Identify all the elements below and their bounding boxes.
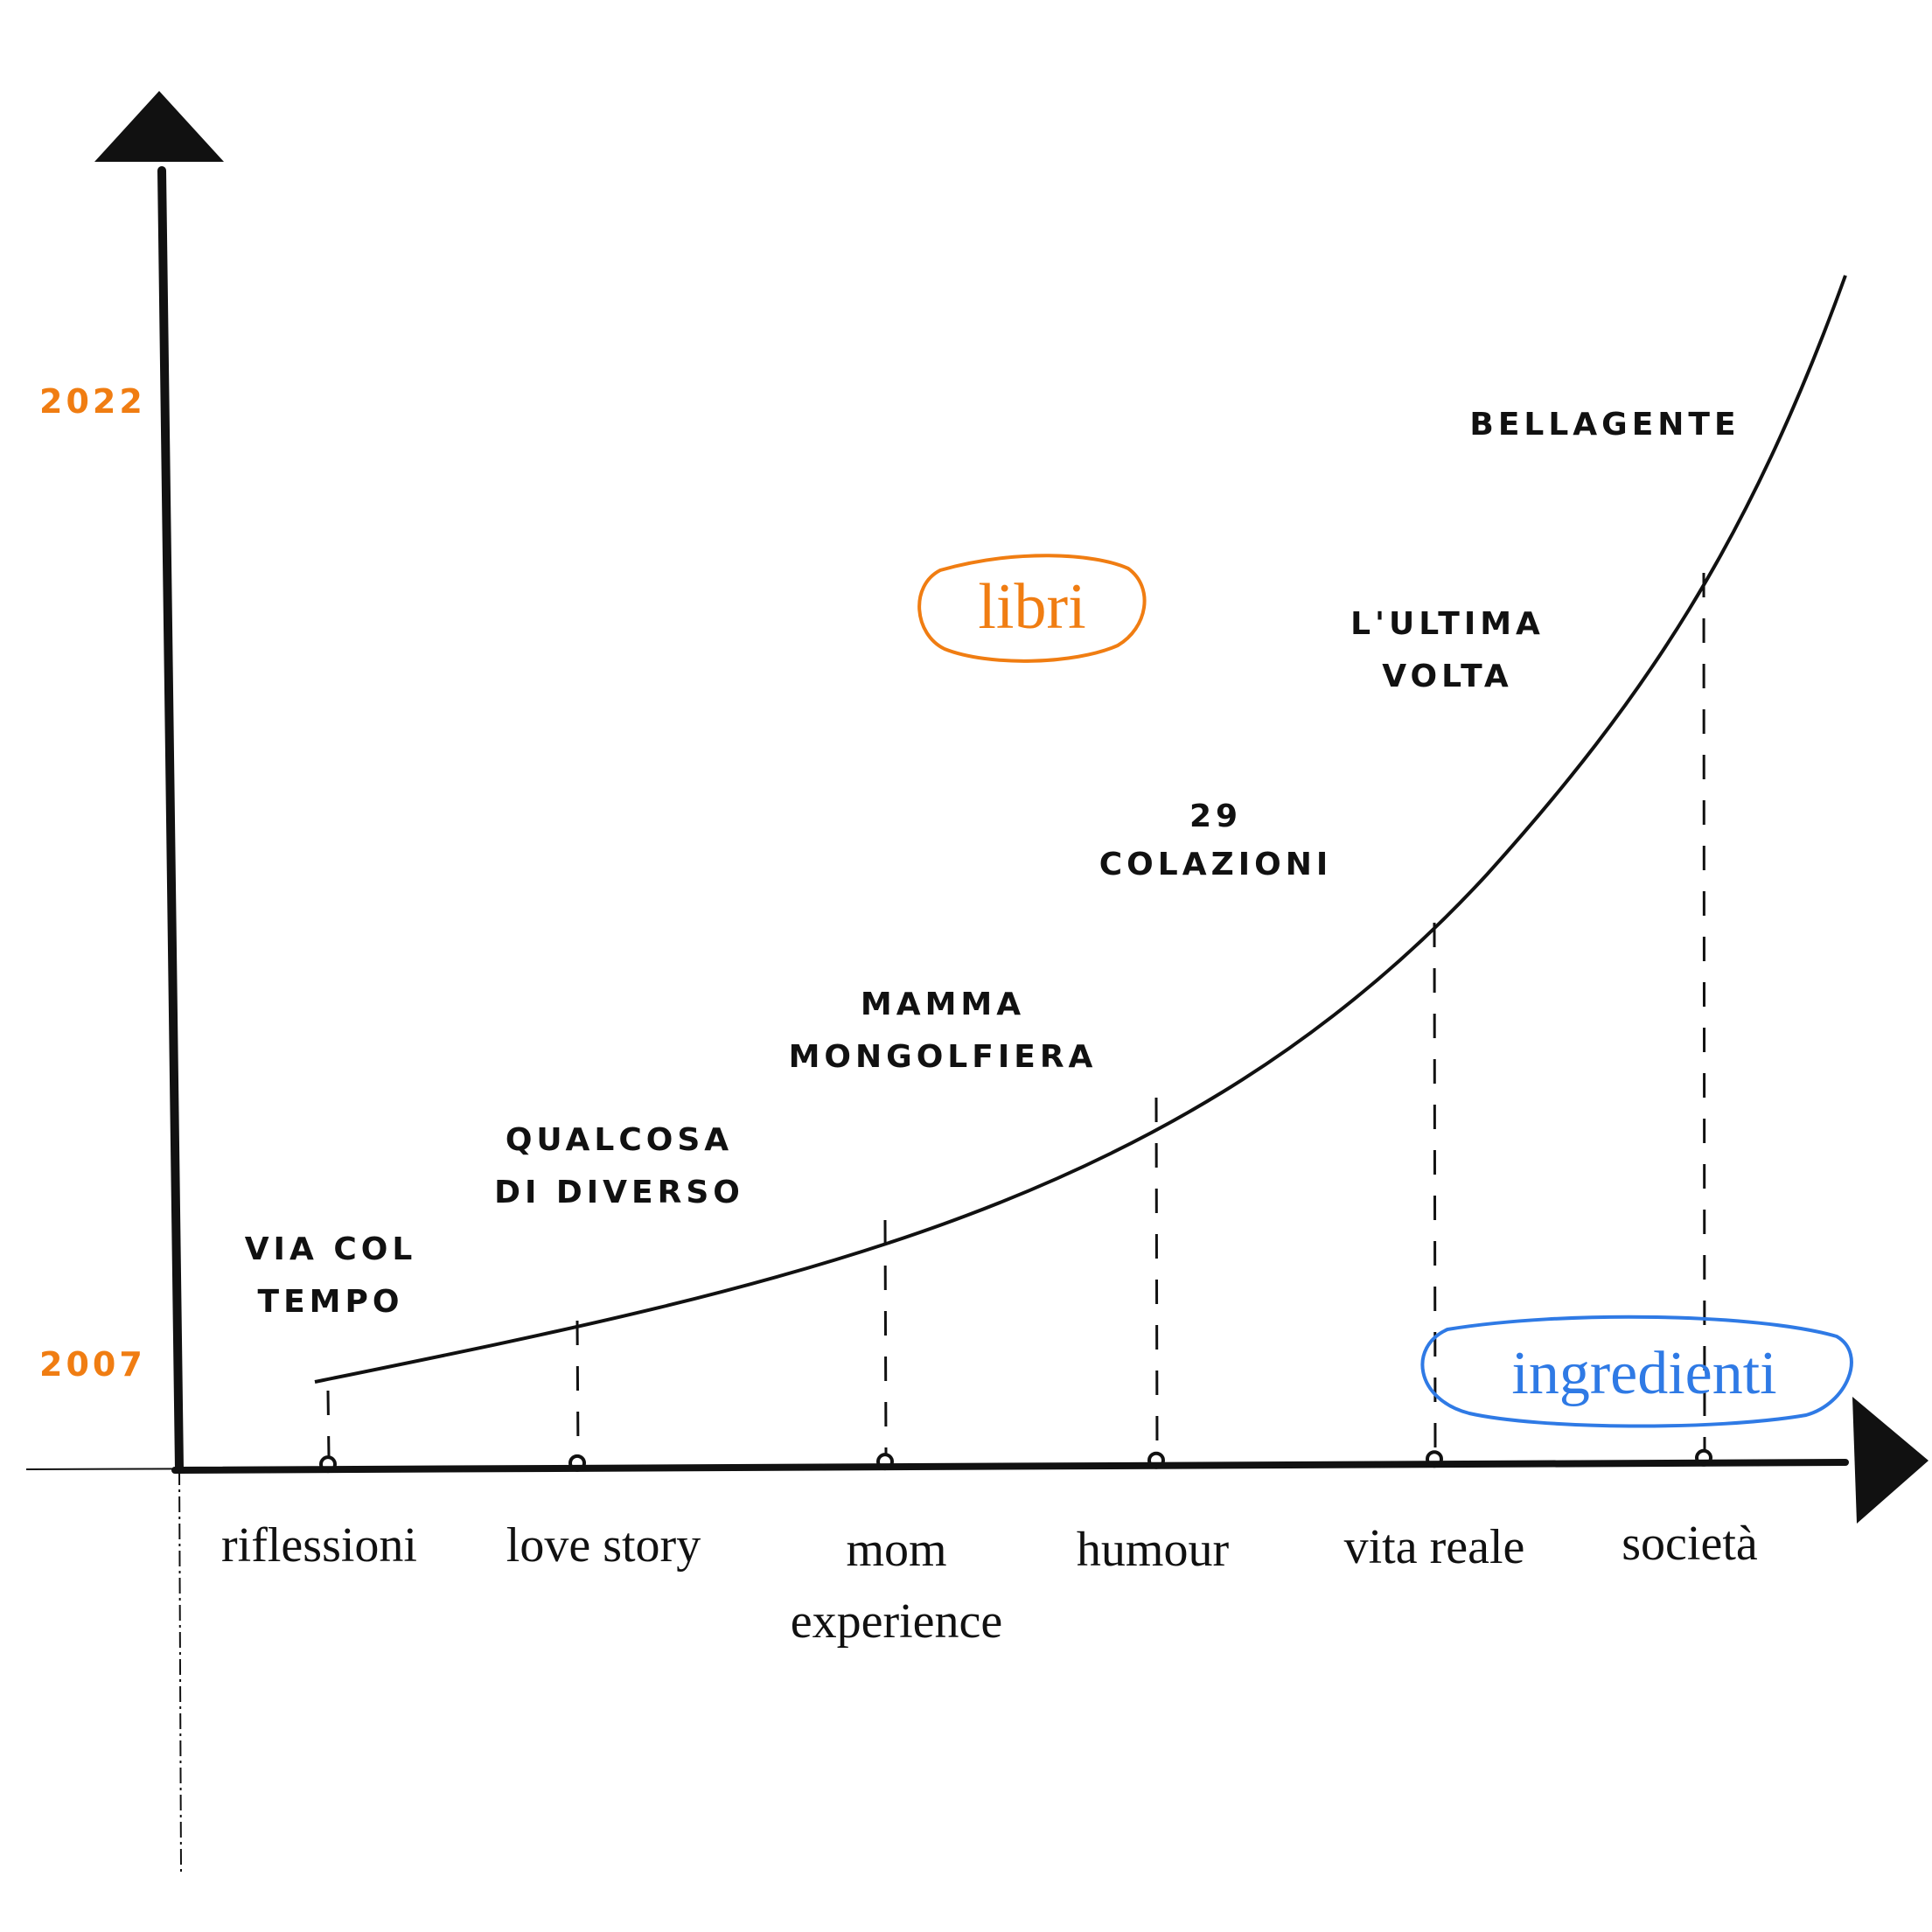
y-axis <box>157 166 184 1474</box>
y-tick-label: 2007 <box>39 1345 146 1384</box>
x-axis-arrow-icon <box>1852 1397 1929 1524</box>
category-label-2: mom experience <box>791 1523 1002 1649</box>
category-label-line: mom <box>846 1523 946 1577</box>
book-label-line: BELLAGENTE <box>1469 407 1740 443</box>
y-axis-label: libri <box>978 571 1085 643</box>
book-label-line: COLAZIONI <box>1099 847 1332 882</box>
x-axis <box>171 1459 1849 1474</box>
dashed-guides <box>326 572 1706 1458</box>
x-tick-mark-1 <box>568 1454 586 1472</box>
x-axis-tag: ingredienti <box>1420 1315 1853 1428</box>
x-tick-mark-4 <box>1426 1450 1443 1468</box>
dashed-guide-0 <box>326 1390 331 1458</box>
book-label-2: MAMMA MONGOLFIERA <box>789 987 1098 1075</box>
book-label-4: L'ULTIMA VOLTA <box>1350 606 1545 694</box>
x-tick-mark-5 <box>1695 1448 1712 1467</box>
book-label-line: 29 <box>1189 799 1242 834</box>
dashed-guide-4 <box>1433 922 1437 1453</box>
x-ticks <box>319 1448 1712 1474</box>
x-tick-mark-2 <box>876 1453 894 1471</box>
book-label-line: TEMPO <box>258 1284 404 1320</box>
category-label-line: love story <box>506 1518 701 1573</box>
book-label-line: VIA COL <box>245 1231 417 1267</box>
book-label-line: MONGOLFIERA <box>789 1039 1098 1075</box>
y-axis-arrow-icon <box>94 91 224 162</box>
libri-circle <box>917 554 1147 663</box>
dashed-guide-3 <box>1154 1097 1159 1454</box>
book-label-line: DI DIVERSO <box>494 1175 744 1210</box>
category-label-5: società <box>1622 1517 1758 1571</box>
category-label-line: experience <box>791 1594 1002 1649</box>
dashed-guide-2 <box>883 1219 888 1455</box>
y-axis-tag: libri <box>917 554 1147 663</box>
dashed-guide-1 <box>575 1320 580 1456</box>
book-label-line: MAMMA <box>861 987 1025 1022</box>
category-label-3: humour <box>1077 1523 1230 1577</box>
y-axis-tail <box>178 1468 182 1873</box>
x-axis-label: ingredienti <box>1511 1340 1776 1407</box>
x-tick-mark-3 <box>1147 1451 1165 1469</box>
category-label-4: vita reale <box>1344 1520 1525 1574</box>
book-label-line: QUALCOSA <box>506 1122 733 1158</box>
book-label-5: BELLAGENTE <box>1469 407 1740 443</box>
category-label-line: vita reale <box>1344 1520 1525 1574</box>
book-labels: VIA COL TEMPO QUALCOSA DI DIVERSO MAMMA MONGO… <box>245 407 1740 1320</box>
ingredienti-circle <box>1420 1315 1853 1428</box>
x-tick-mark-0 <box>319 1455 337 1474</box>
growth-curve <box>314 275 1847 1384</box>
book-label-line: L'ULTIMA <box>1350 606 1545 642</box>
y-tick-labels: 2007 2022 <box>39 382 146 1384</box>
category-label-0: riflessioni <box>221 1518 417 1573</box>
category-label-line: humour <box>1077 1523 1230 1577</box>
axes <box>25 91 1929 1873</box>
y-tick-label: 2022 <box>39 382 146 421</box>
book-label-line: VOLTA <box>1382 659 1512 694</box>
category-label-line: società <box>1622 1517 1758 1571</box>
dashed-guide-5 <box>1702 572 1706 1451</box>
category-label-line: riflessioni <box>221 1518 417 1573</box>
book-label-1: QUALCOSA DI DIVERSO <box>494 1122 744 1210</box>
category-labels: riflessioni love story mom experience humour… <box>221 1517 1758 1649</box>
book-label-0: VIA COL TEMPO <box>245 1231 417 1320</box>
category-label-1: love story <box>506 1518 701 1573</box>
